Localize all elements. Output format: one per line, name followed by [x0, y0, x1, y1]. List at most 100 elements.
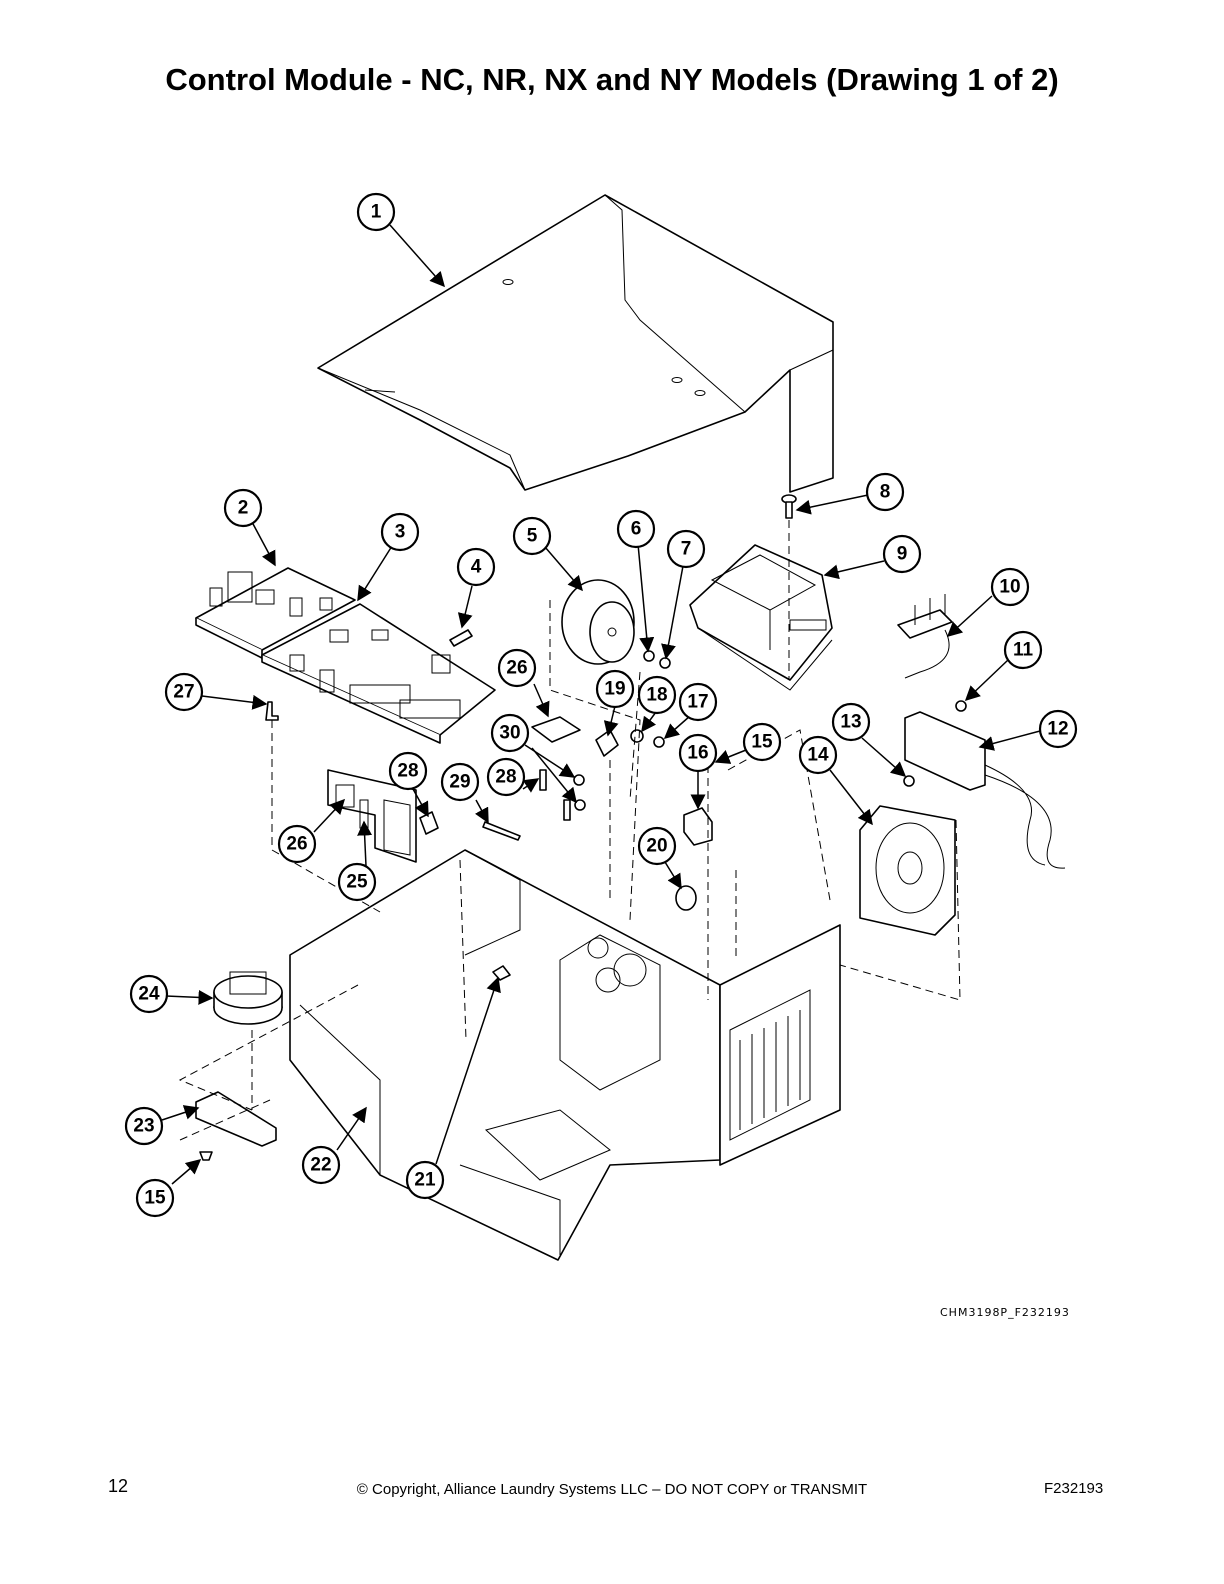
callout-24: 24 [129, 974, 169, 1014]
callout-16: 16 [678, 733, 718, 773]
callout-23: 23 [124, 1106, 164, 1146]
svg-text:10: 10 [999, 577, 1020, 598]
terminal-block [683, 807, 713, 846]
svg-text:23: 23 [133, 1116, 154, 1137]
display-module [689, 544, 833, 691]
standoff [265, 701, 279, 721]
selector-switch [213, 971, 283, 1025]
svg-text:8: 8 [880, 482, 891, 503]
fuse [449, 629, 473, 647]
page-title: Control Module - NC, NR, NX and NY Model… [165, 62, 1059, 97]
svg-text:14: 14 [807, 745, 829, 766]
svg-text:12: 12 [1047, 719, 1068, 740]
svg-text:30: 30 [499, 723, 520, 744]
callout-20: 20 [637, 826, 677, 866]
bushing [675, 885, 697, 911]
document-id: F232193 [1044, 1480, 1104, 1497]
callout-28-left: 28 [388, 751, 428, 791]
callout-19: 19 [595, 669, 635, 709]
svg-text:11: 11 [1013, 640, 1034, 661]
callout-11: 11 [1003, 630, 1043, 670]
svg-text:3: 3 [395, 522, 406, 543]
svg-text:24: 24 [138, 984, 160, 1005]
callout-15-lower: 15 [135, 1178, 175, 1218]
nut [574, 799, 586, 811]
cooling-fan [859, 805, 956, 936]
screw [781, 494, 797, 519]
svg-text:17: 17 [687, 692, 708, 713]
svg-text:29: 29 [449, 772, 470, 793]
callout-5: 5 [512, 516, 552, 556]
callout-29: 29 [440, 762, 480, 802]
callout-28-right: 28 [486, 757, 526, 797]
callout-21: 21 [405, 1160, 445, 1200]
callout-4: 4 [456, 547, 496, 587]
callout-26-upper: 26 [497, 648, 537, 688]
callout-1: 1 [356, 192, 396, 232]
svg-text:1: 1 [371, 202, 382, 223]
svg-text:20: 20 [646, 836, 667, 857]
nut [573, 774, 585, 786]
svg-text:15: 15 [144, 1188, 166, 1209]
svg-text:9: 9 [897, 544, 908, 565]
top-cover [317, 194, 834, 493]
svg-text:13: 13 [840, 712, 861, 733]
leader-lines [161, 224, 1041, 1185]
washer [630, 729, 644, 743]
copyright-notice: © Copyright, Alliance Laundry Systems LL… [356, 1481, 868, 1498]
circuit-board-small [195, 567, 356, 659]
svg-text:26: 26 [506, 658, 527, 679]
callout-9: 9 [882, 534, 922, 574]
svg-text:27: 27 [173, 682, 194, 703]
svg-text:28: 28 [397, 761, 418, 782]
timer-knob [561, 579, 635, 665]
callout-15-upper: 15 [742, 722, 782, 762]
callout-27: 27 [164, 672, 204, 712]
screw [482, 821, 521, 841]
callout-7: 7 [666, 529, 706, 569]
callout-8: 8 [865, 472, 905, 512]
page-number: 12 [108, 1476, 129, 1496]
switch [595, 729, 619, 757]
svg-text:16: 16 [687, 743, 708, 764]
svg-text:26: 26 [286, 834, 307, 855]
svg-text:21: 21 [414, 1170, 436, 1191]
svg-text:18: 18 [646, 685, 667, 706]
svg-text:6: 6 [631, 519, 642, 540]
callout-26-lower: 26 [277, 824, 317, 864]
circuit-board-main [261, 603, 496, 744]
callout-18: 18 [637, 675, 677, 715]
noise-filter [904, 711, 1066, 869]
screw [199, 1151, 213, 1161]
callout-3: 3 [380, 512, 420, 552]
grommet [955, 700, 967, 712]
svg-text:22: 22 [310, 1155, 331, 1176]
svg-text:25: 25 [346, 872, 368, 893]
callout-2: 2 [223, 488, 263, 528]
callout-13: 13 [831, 702, 871, 742]
callout-12: 12 [1038, 709, 1078, 749]
relay [531, 716, 581, 743]
callout-6: 6 [616, 509, 656, 549]
standoff [539, 769, 547, 791]
callout-30: 30 [490, 713, 530, 753]
svg-text:19: 19 [604, 679, 625, 700]
svg-text:2: 2 [238, 498, 249, 519]
svg-text:28: 28 [495, 767, 516, 788]
bolt [653, 736, 665, 748]
callout-17: 17 [678, 682, 718, 722]
relay-bracket [327, 769, 439, 863]
wire-harness [897, 594, 953, 679]
callout-10: 10 [990, 567, 1030, 607]
standoff [563, 799, 571, 821]
svg-text:7: 7 [681, 539, 692, 560]
callout-14: 14 [798, 735, 838, 775]
callout-25: 25 [337, 862, 377, 902]
callout-labels: 1 2 3 4 5 6 7 8 9 10 11 12 13 14 15 16 1… [124, 192, 1078, 1218]
washer [643, 650, 655, 662]
svg-text:4: 4 [471, 557, 482, 578]
heatsink-panel [719, 924, 841, 1166]
fan-nut [903, 775, 915, 787]
mounting-bracket [195, 1091, 277, 1147]
